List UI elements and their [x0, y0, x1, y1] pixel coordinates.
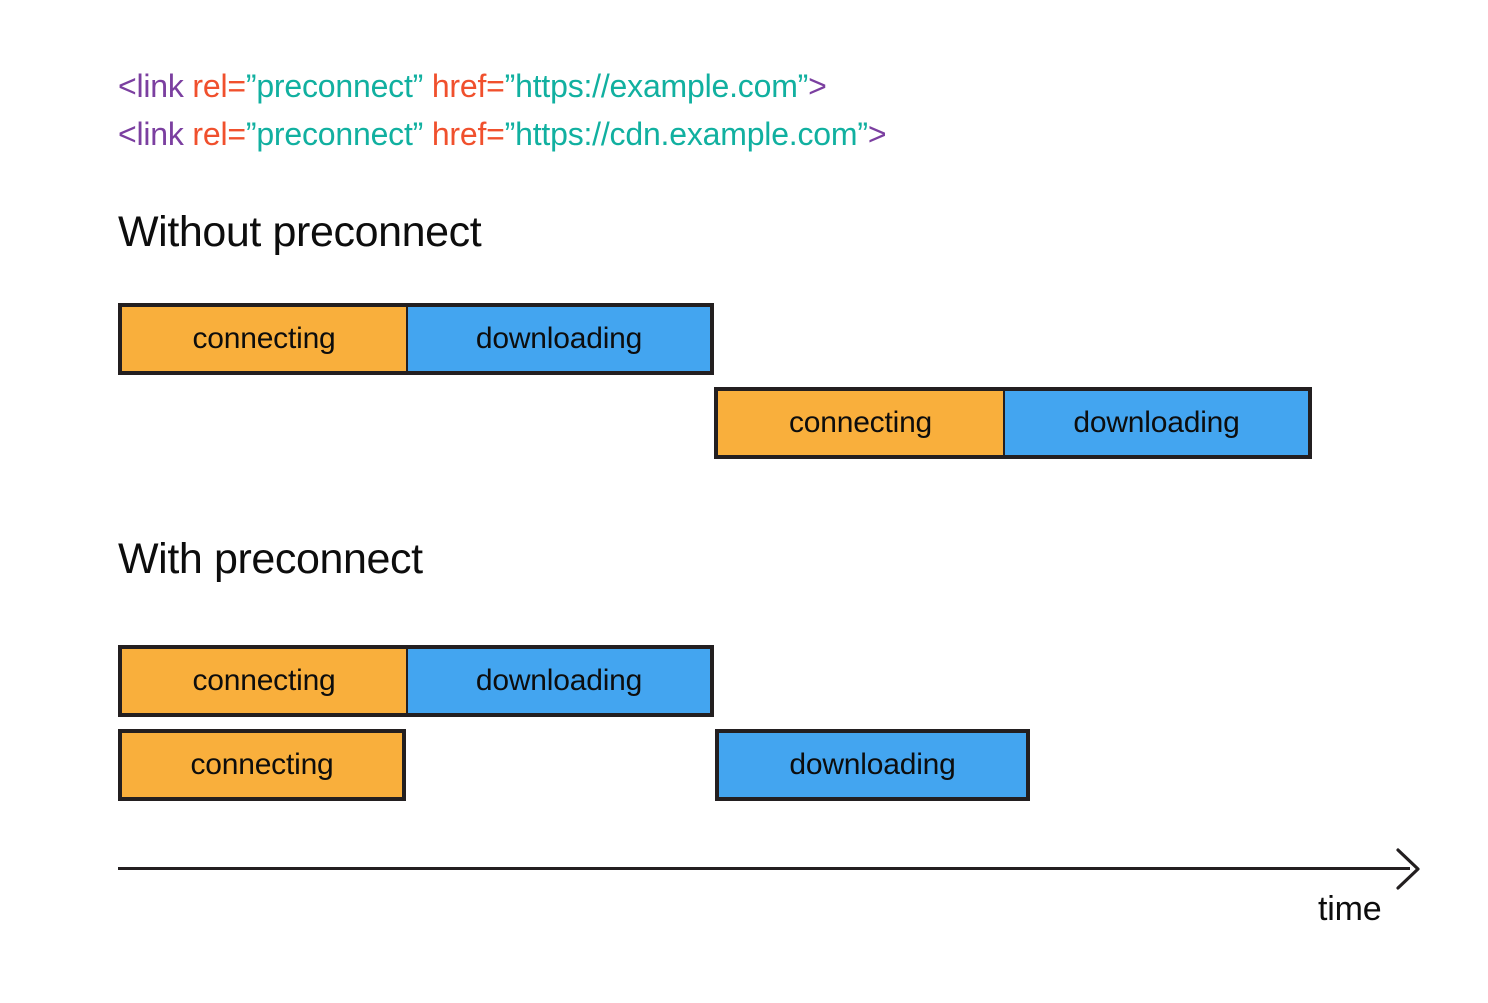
- code-attribute-href: href=: [423, 68, 505, 104]
- timeline-segment-connecting: connecting: [118, 303, 408, 375]
- section-title-without-preconnect: Without preconnect: [118, 208, 482, 256]
- code-attribute-rel: rel=: [183, 68, 246, 104]
- timeline-segment-downloading: downloading: [715, 729, 1030, 801]
- code-snippet: <link rel=”preconnect” href=”https://exa…: [118, 62, 887, 158]
- timeline-segment-downloading: downloading: [406, 303, 714, 375]
- code-attribute-href: href=: [423, 116, 505, 152]
- code-line-2: <link rel=”preconnect” href=”https://cdn…: [118, 110, 887, 158]
- time-axis-label: time: [1318, 890, 1382, 928]
- timeline-segment-downloading: downloading: [406, 645, 714, 717]
- code-value-href: ”https://cdn.example.com”: [504, 116, 868, 152]
- arrow-right-icon: [1396, 848, 1422, 890]
- time-axis-line: [118, 867, 1410, 870]
- code-value-rel: ”preconnect”: [245, 68, 424, 104]
- code-value-href: ”https://example.com”: [504, 68, 809, 104]
- section-title-with-preconnect: With preconnect: [118, 535, 423, 583]
- timeline-segment-connecting: connecting: [118, 729, 406, 801]
- code-line-1: <link rel=”preconnect” href=”https://exa…: [118, 62, 886, 110]
- code-tag-open: <link: [118, 68, 184, 104]
- timeline-segment-connecting: connecting: [714, 387, 1005, 459]
- code-tag-close: >: [867, 116, 887, 152]
- code-tag-close: >: [808, 68, 827, 104]
- code-value-rel: ”preconnect”: [245, 116, 424, 152]
- code-tag-open: <link: [118, 116, 184, 152]
- timeline-segment-downloading: downloading: [1003, 387, 1312, 459]
- code-attribute-rel: rel=: [183, 116, 246, 152]
- timeline-segment-connecting: connecting: [118, 645, 408, 717]
